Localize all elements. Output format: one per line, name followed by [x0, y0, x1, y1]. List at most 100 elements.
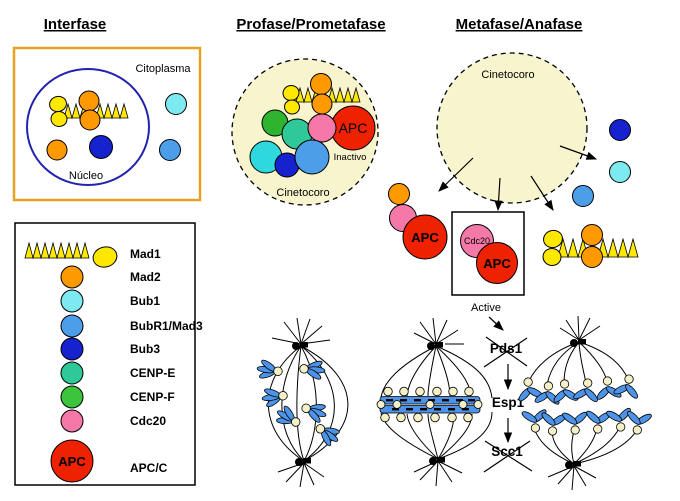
bubr1-circle: [159, 139, 181, 161]
apc-circle: [402, 214, 448, 260]
spindle-fiber: [573, 429, 638, 465]
spindle-fiber: [300, 345, 349, 462]
legend-swatch: [60, 337, 84, 361]
esp1-label: Esp1: [492, 395, 525, 410]
apc-label: APC: [339, 120, 368, 136]
mad2-circle: [46, 139, 68, 161]
profase-kinetochore: APC Inactivo Cinetocoro: [231, 58, 379, 206]
kinetochore-circle: [436, 52, 588, 204]
spindle-fiber: [380, 412, 439, 460]
spindle-fiber: [528, 341, 580, 382]
scc1-label: Scc1: [491, 444, 523, 459]
bub1-circle: [609, 161, 631, 183]
bubr1-circle: [294, 139, 330, 175]
legend-item-cdc20: Cdc20: [60, 409, 166, 433]
bub3-circle: [609, 119, 631, 141]
mad1-mad2-chromatin-complex: [542, 224, 639, 268]
legend-label: CENP-F: [130, 390, 175, 404]
apc-active-box: Cdc20 APC: [451, 211, 525, 296]
bubr1-circle: [572, 185, 594, 207]
legend-label: Mad2: [130, 270, 161, 284]
chromosome: [550, 378, 581, 405]
chromosome: [560, 409, 590, 436]
spindle-fiber: [427, 345, 437, 397]
cinetocoro-label: Cinetocoro: [276, 187, 329, 199]
legend-label: Bub3: [130, 342, 160, 356]
release-arrow: [438, 157, 474, 192]
centromere-dashes: [386, 399, 475, 411]
mad2-circle: [311, 93, 333, 115]
legend-swatch: [60, 409, 84, 433]
cdc20-circle: [307, 113, 337, 143]
nucleo-label: Núcleo: [69, 170, 103, 182]
cinetocoro-label: Cinetocoro: [481, 69, 534, 81]
citoplasma-label: Citoplasma: [135, 63, 191, 75]
mad1-blob: [284, 99, 300, 115]
mad2-circle: [581, 246, 603, 268]
metaphase-plate: [376, 386, 483, 423]
spindle-fiber: [406, 413, 439, 460]
legend-item-bub3: Bub3: [60, 337, 160, 361]
apc-circle: [476, 242, 518, 284]
active-label: Active: [471, 302, 501, 314]
cdc20-label: Cdc20: [464, 236, 490, 246]
spindle-fiber: [296, 345, 305, 462]
metafase-kinetochore: Cinetocoro APC Cdc20 APC: [388, 52, 639, 473]
legend-label: Bub1: [130, 294, 160, 308]
cross-out-line: [483, 337, 528, 368]
mad1-blob: [542, 247, 562, 267]
apc-label: APC: [483, 256, 511, 271]
chromosome: [298, 357, 327, 382]
chromatin-coil: [63, 102, 129, 120]
legend-panel: Mad1 Mad2 Bub1 BubR1/Mad3 Bub3 CENP-E CE…: [14, 222, 203, 486]
pathway-arrow: [488, 316, 504, 331]
mad1-zigzag-swatch: [24, 241, 90, 260]
aster-rays: [413, 317, 464, 487]
legend-label: Cdc20: [130, 414, 166, 428]
spindle-fiber: [571, 429, 575, 465]
legend-item-bubr1-mad3: BubR1/Mad3: [60, 314, 203, 338]
apc-mad2-cdc20-inactive-group: APC: [388, 183, 448, 260]
legend-label: Mad1: [130, 247, 161, 261]
mad2-circle: [581, 224, 603, 246]
mad1-mad2-chromatin-complex: [282, 73, 361, 115]
legend-item-bub1: Bub1: [60, 289, 160, 313]
title-metafase: Metafase/Anafase: [456, 16, 583, 33]
title-profase: Profase/Prometafase: [236, 16, 385, 33]
legend-label: BubR1/Mad3: [130, 319, 203, 333]
degradation-pathway: Active Pds1 Esp1 Scc1: [471, 302, 533, 473]
inactivo-label: Inactivo: [334, 152, 367, 163]
bub1-circle: [165, 93, 187, 115]
legend-item-mad1: Mad1: [24, 241, 161, 268]
mad2-circle: [79, 109, 101, 131]
interfase-panel: Citoplasma Núcleo: [12, 46, 202, 202]
mad2-circle: [78, 90, 100, 112]
spindle-fiber: [563, 341, 580, 385]
legend-swatch: [60, 265, 84, 289]
chromosome: [603, 405, 636, 434]
chromosome: [260, 383, 290, 410]
legend-label: CENP-E: [130, 366, 175, 380]
bub3-circle: [89, 135, 113, 159]
prometaphase-spindle: [255, 317, 349, 488]
legend-swatch-apc: [50, 439, 94, 483]
apc-label: APC: [411, 230, 439, 245]
pds1-label: Pds1: [490, 341, 523, 356]
mad1-blob-swatch: [92, 246, 118, 268]
mad1-blob: [50, 110, 68, 128]
legend-swatch: [60, 289, 84, 313]
release-arrow: [494, 177, 503, 212]
legend-item-apc: APC APC/C: [50, 439, 168, 483]
chromosome: [297, 396, 331, 427]
legend-swatch: [60, 385, 84, 409]
chromatin-coil: [295, 86, 361, 104]
release-arrow: [559, 145, 597, 160]
title-interfase: Interfase: [44, 16, 107, 33]
chromatin-coil: [557, 237, 639, 259]
chromosome: [255, 357, 285, 384]
spindle-fiber: [300, 345, 335, 462]
chromosome: [622, 408, 655, 437]
spindle-fiber: [281, 345, 305, 462]
